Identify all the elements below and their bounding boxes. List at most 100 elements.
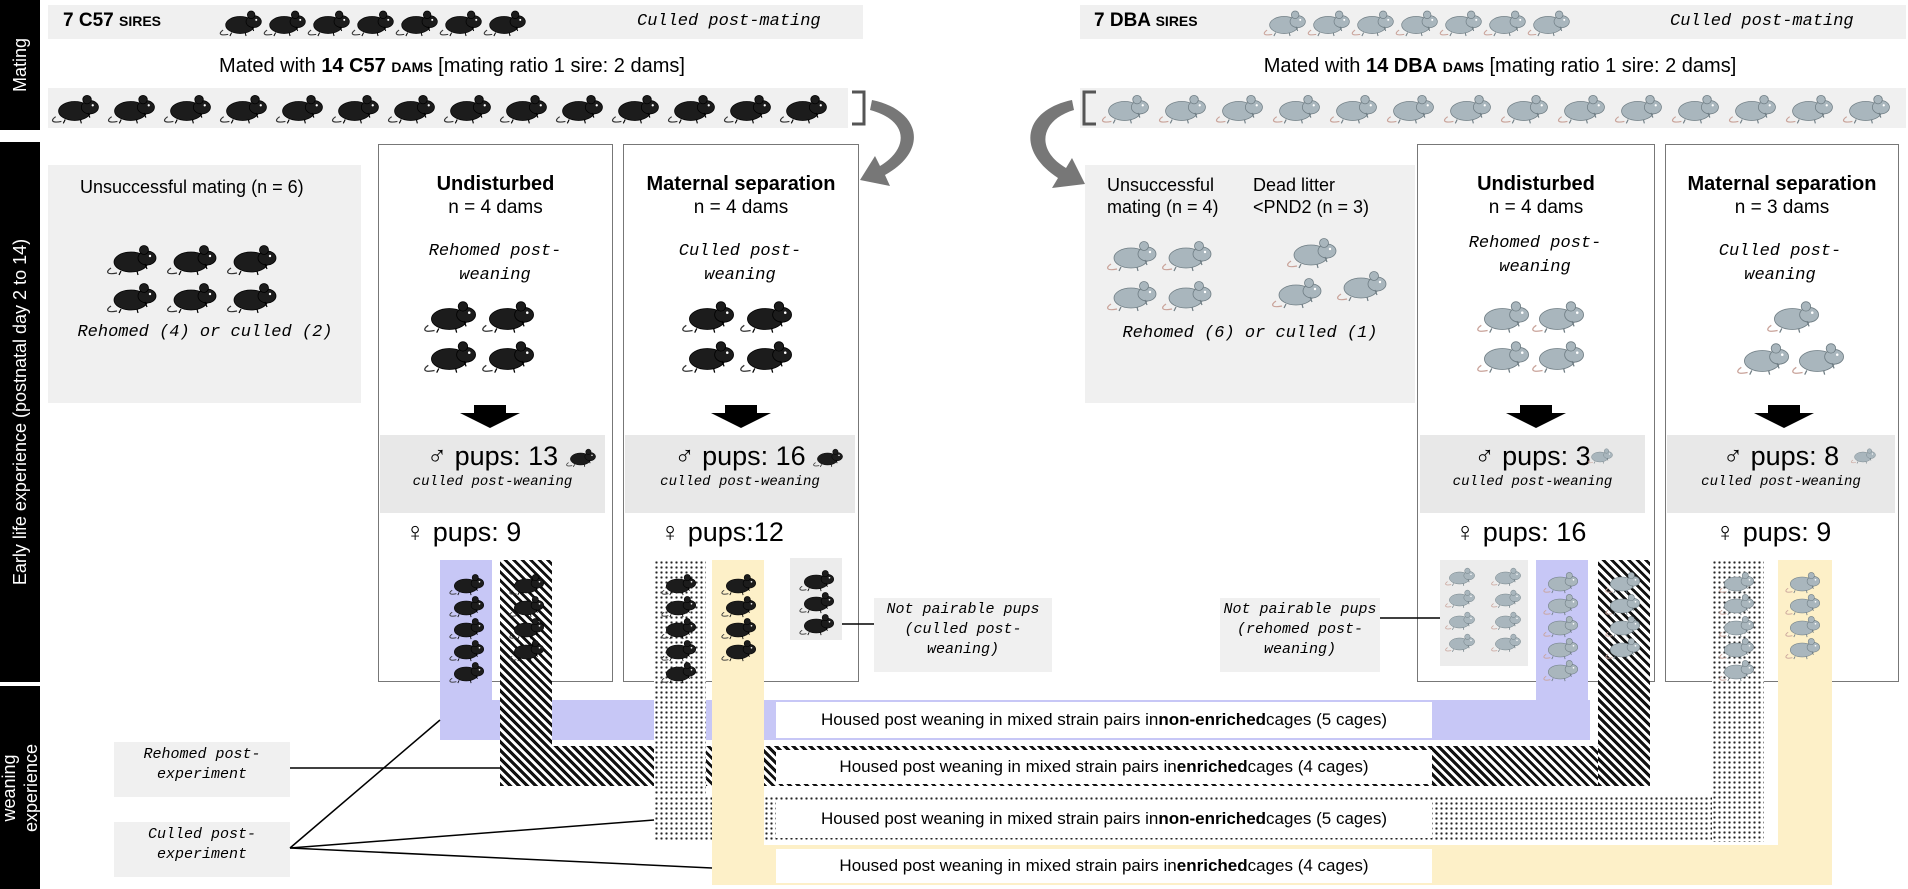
- dba-dam-mouse-icon: [1215, 94, 1263, 124]
- dba-dead-litter-mouse-icon: [1272, 278, 1322, 309]
- dba-ms-dam-icon: [1737, 343, 1789, 375]
- dba-female-pup-icon: [1543, 638, 1578, 660]
- c57-dam-mouse-icon: [499, 94, 547, 124]
- dba-dam-mouse-icon: [1101, 94, 1149, 124]
- c57-female-pup-icon: [449, 618, 484, 640]
- c57-female-pup-icon: [509, 574, 544, 596]
- dba-ms-down-arrow-icon: [1754, 405, 1814, 428]
- dba-female-pup-icon: [1605, 572, 1640, 594]
- dba-not-pairable-pup-icon: [1491, 589, 1521, 608]
- dba-undisturbed-dam-icon: [1532, 301, 1584, 333]
- dba-female-pup-icon: [1719, 660, 1754, 682]
- dba-female-pup-icon: [1605, 594, 1640, 616]
- c57-unsuccessful-note: Rehomed (4) or culled (2): [77, 323, 333, 342]
- c57-ms-male-box: ♂ pups: 16 culled post-weaning: [625, 435, 855, 513]
- c57-female-pup-icon: [661, 662, 696, 684]
- dba-male-pup-icon: [1588, 448, 1613, 464]
- dba-dam-mouse-icon: [1386, 94, 1434, 124]
- c57-ms-n: n = 4 dams: [693, 197, 789, 218]
- c57-female-pup-icon: [449, 662, 484, 684]
- c57-sire-mouse-icon: [439, 10, 482, 37]
- post-weaning-label: Post-weaning experience (6 weeks): [0, 686, 63, 889]
- dba-sires-label: 7 DBA SIRES: [1094, 10, 1198, 31]
- c57-undisturbed-dam-icon: [482, 341, 534, 373]
- dba-female-pup-icon: [1719, 638, 1754, 660]
- cage-label-1: Housed post weaning in mixed strain pair…: [776, 702, 1432, 738]
- dba-not-pairable-pup-icon: [1491, 567, 1521, 586]
- c57-dam-mouse-icon: [667, 94, 715, 124]
- dba-sire-mouse-icon: [1351, 10, 1394, 37]
- dba-female-pup-icon: [1543, 594, 1578, 616]
- c57-sire-mouse-icon: [263, 10, 306, 37]
- dba-unsuccessful-label: Unsuccessful mating (n = 4): [1107, 175, 1219, 217]
- c57-not-pairable-pup-icon: [799, 614, 834, 636]
- c57-und-male-count: ♂ pups: 13: [426, 441, 559, 471]
- c57-female-pup-icon: [721, 640, 756, 662]
- c57-sire-mouse-icon: [483, 10, 526, 37]
- dba-sire-mouse-icon: [1395, 10, 1438, 37]
- lane2-dba-column: [1598, 560, 1650, 786]
- c57-female-pup-icon: [449, 596, 484, 618]
- c57-unsuccessful-mouse-icon: [167, 245, 217, 276]
- c57-dam-mouse-icon: [723, 94, 771, 124]
- dba-female-pup-icon: [1543, 660, 1578, 682]
- dba-dam-mouse-icon: [1272, 94, 1320, 124]
- c57-dam-mouse-icon: [51, 94, 99, 124]
- cage-label-4: Housed post weaning in mixed strain pair…: [776, 849, 1432, 883]
- c57-dam-mouse-icon: [219, 94, 267, 124]
- dba-und-female-count: ♀ pups: 16: [1455, 517, 1587, 547]
- c57-unsuccessful-mouse-icon: [227, 283, 277, 314]
- dba-ms-n: n = 3 dams: [1734, 197, 1830, 218]
- dba-sires-note: Culled post-mating: [1670, 12, 1854, 31]
- c57-ms-down-arrow-icon: [711, 405, 771, 428]
- dba-not-pairable-pup-icon: [1445, 589, 1475, 608]
- c57-female-pup-icon: [449, 574, 484, 596]
- c57-und-female-count: ♀ pups: 9: [405, 517, 522, 547]
- cage-label-2: Housed post weaning in mixed strain pair…: [776, 750, 1432, 784]
- dba-not-pairable-pup-icon: [1445, 567, 1475, 586]
- dba-ms-female-count: ♀ pups: 9: [1715, 517, 1832, 547]
- dba-unsuccessful-note: Rehomed (6) or culled (1): [1122, 324, 1378, 343]
- dba-dead-label: Dead litter <PND2 (n = 3): [1253, 175, 1370, 217]
- mating-label: Mating: [0, 0, 40, 130]
- c57-dam-mouse-icon: [779, 94, 827, 124]
- c57-unsuccessful-mouse-icon: [167, 283, 217, 314]
- dba-undisturbed-dam-icon: [1532, 341, 1584, 373]
- dba-female-pup-icon: [1605, 616, 1640, 638]
- dba-not-pairable-pup-icon: [1491, 633, 1521, 652]
- c57-dam-mouse-icon: [443, 94, 491, 124]
- dba-dead-litter-mouse-icon: [1287, 238, 1337, 269]
- dba-sire-mouse-icon: [1307, 10, 1350, 37]
- dba-not-pairable-note: Not pairable pups (rehomed post-weaning): [1220, 598, 1380, 672]
- rehomed-post-experiment-note: Rehomed post-experiment: [114, 742, 290, 797]
- dba-und-male-note: culled post-weaning: [1452, 474, 1613, 490]
- c57-sire-mouse-icon: [351, 10, 394, 37]
- dba-dam-mouse-icon: [1329, 94, 1377, 124]
- dba-dam-mouse-icon: [1500, 94, 1548, 124]
- c57-dam-mouse-icon: [275, 94, 323, 124]
- dba-undisturbed-note: Rehomed post-weaning: [1468, 234, 1602, 277]
- dba-unsuccessful-mouse-icon: [1107, 281, 1157, 312]
- c57-not-pairable-pup-icon: [799, 592, 834, 614]
- dba-dam-mouse-icon: [1158, 94, 1206, 124]
- c57-female-pup-icon: [661, 574, 696, 596]
- dba-curved-arrow-icon: [1030, 100, 1085, 188]
- c57-undisturbed-dam-icon: [482, 301, 534, 333]
- dba-dam-mouse-icon: [1842, 94, 1890, 124]
- dba-mated-text: Mated with 14 DBA DAMS [mating ratio 1 s…: [1263, 55, 1737, 77]
- culled-leader-3: [289, 847, 713, 869]
- dba-unsuccessful-mouse-icon: [1162, 241, 1212, 272]
- c57-dam-mouse-icon: [387, 94, 435, 124]
- dba-male-pup-icon: [1851, 448, 1876, 464]
- dba-female-pup-icon: [1543, 572, 1578, 594]
- dba-dam-mouse-icon: [1728, 94, 1776, 124]
- c57-ms-male-note: culled post-weaning: [660, 474, 820, 490]
- early-life-label: Early life experience (postnatal day 2 t…: [0, 142, 40, 682]
- dba-dam-mouse-icon: [1785, 94, 1833, 124]
- c57-ms-dam-icon: [740, 301, 792, 333]
- dba-ms-male-count: ♂ pups: 8: [1722, 441, 1840, 471]
- c57-undisturbed-n: n = 4 dams: [448, 197, 543, 218]
- c57-female-pup-icon: [661, 618, 696, 640]
- dba-female-pup-icon: [1719, 616, 1754, 638]
